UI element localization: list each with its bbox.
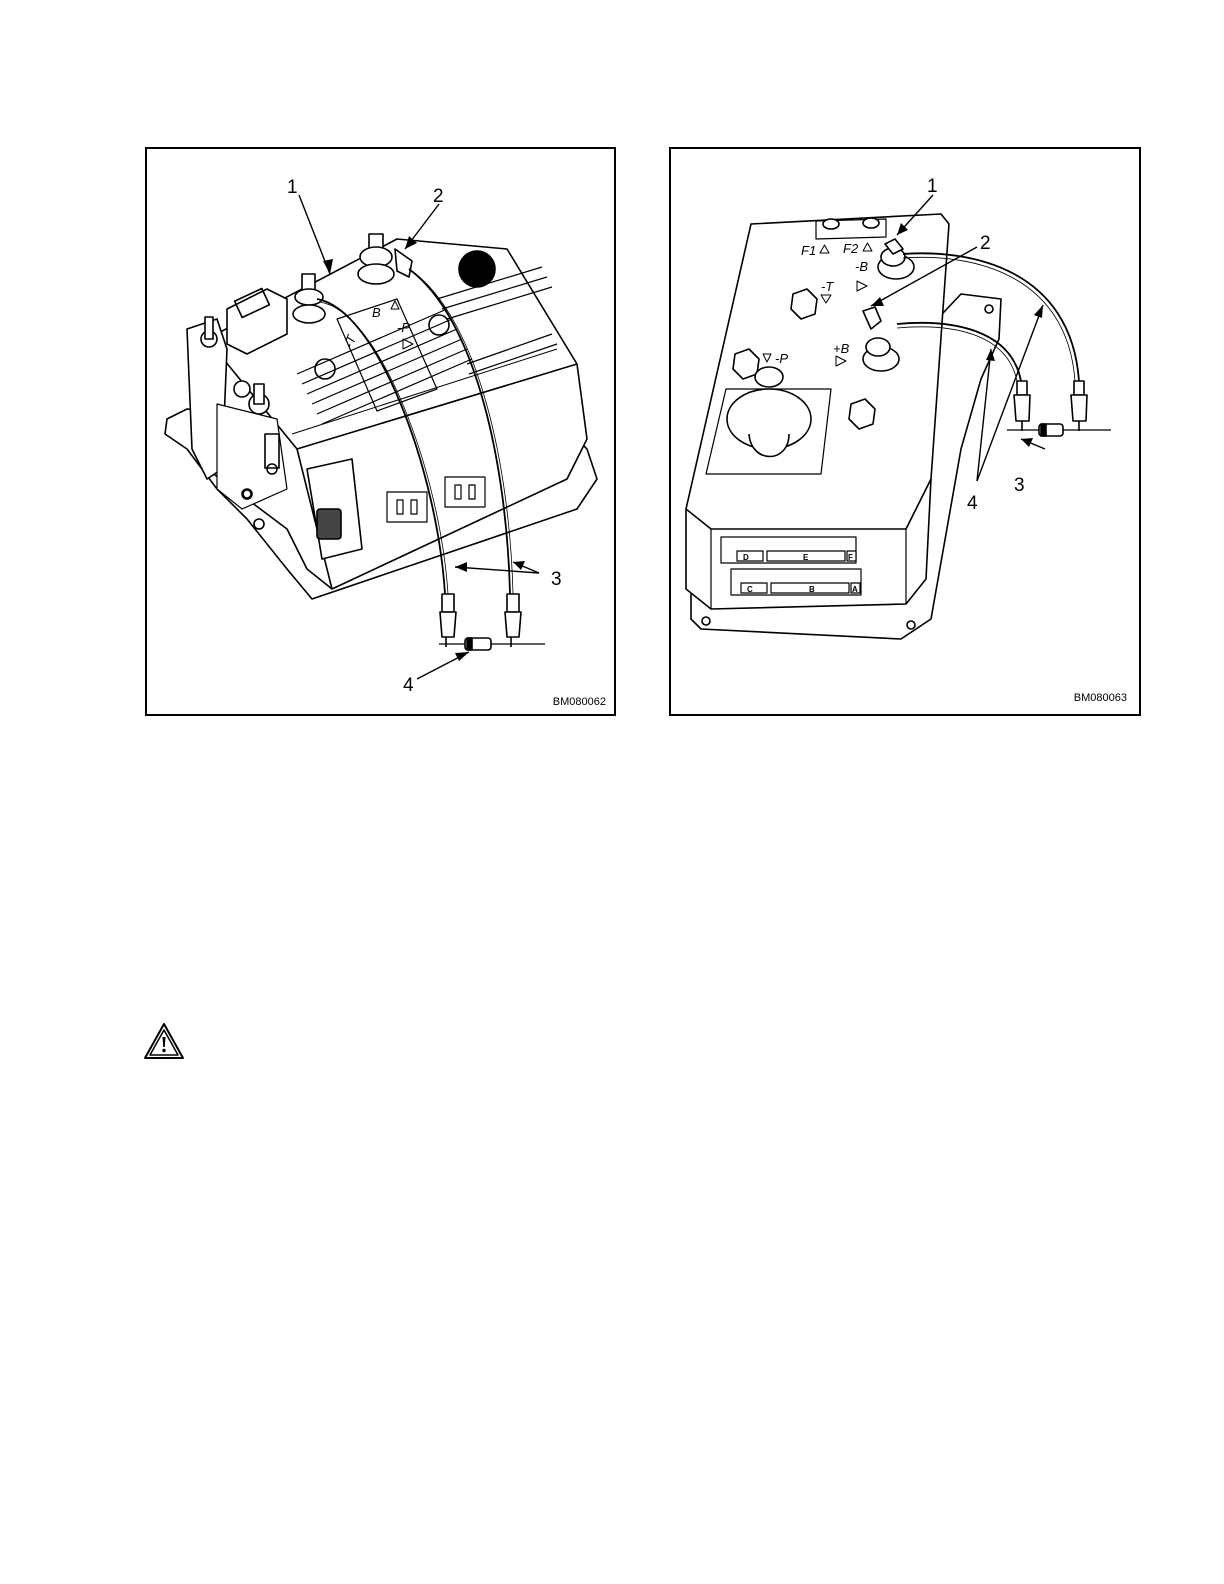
callout-3: 3 bbox=[1014, 475, 1025, 496]
figure-code: BM080063 bbox=[1074, 692, 1127, 704]
terminal-label-minus-b: -B bbox=[855, 259, 868, 274]
connector-label-e: E bbox=[803, 553, 809, 562]
callout-4: 4 bbox=[403, 675, 414, 696]
terminal-label-f2: F2 bbox=[843, 241, 859, 256]
connector-label-f: F bbox=[848, 553, 853, 562]
terminal-label-p: -P bbox=[397, 320, 410, 335]
figure-code: BM080062 bbox=[553, 696, 606, 708]
terminal-label-b: B bbox=[372, 305, 381, 320]
figure-right: 1 2 3 4 F1 F2 -B -T +B -P D E F C B A BM… bbox=[669, 147, 1141, 716]
callout-1: 1 bbox=[927, 176, 938, 197]
controller-illustration-right: 1 2 3 4 F1 F2 -B -T +B -P D E F C B A bbox=[671, 149, 1141, 716]
callout-4: 4 bbox=[967, 493, 978, 514]
terminal-label-plus-b: +B bbox=[833, 341, 850, 356]
terminal-label-minus-t: -T bbox=[821, 279, 834, 294]
callout-1: 1 bbox=[287, 177, 298, 198]
callout-3: 3 bbox=[551, 569, 562, 590]
warning-triangle-icon bbox=[143, 1022, 185, 1060]
connector-label-a: A bbox=[852, 585, 858, 594]
figure-left: 1 2 3 4 B -P -T BM080062 bbox=[145, 147, 616, 716]
connector-label-c: C bbox=[747, 585, 753, 594]
connector-label-d: D bbox=[743, 553, 749, 562]
controller-illustration-left: 1 2 3 4 B -P -T bbox=[147, 149, 616, 716]
connector-label-b: B bbox=[809, 585, 815, 594]
callout-2: 2 bbox=[980, 233, 991, 254]
terminal-label-f1: F1 bbox=[801, 243, 816, 258]
terminal-label-minus-p: -P bbox=[775, 351, 788, 366]
callout-2: 2 bbox=[433, 186, 444, 207]
